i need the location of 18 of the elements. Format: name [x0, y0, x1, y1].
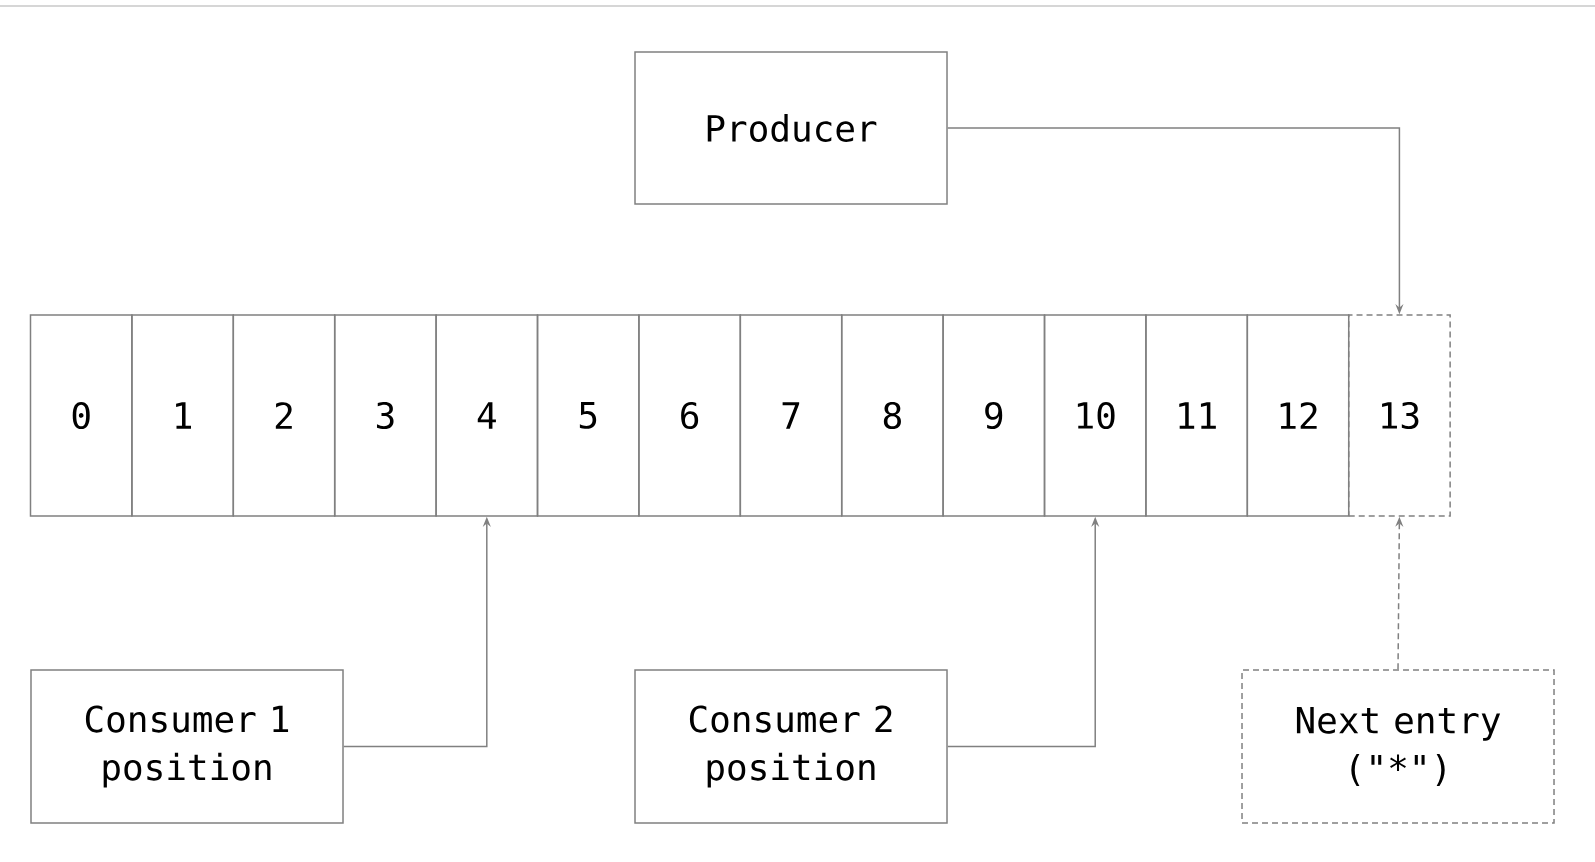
buffer-cell: 13 — [1347, 314, 1451, 517]
buffer-cell: 0 — [29, 314, 133, 517]
buffer-cell: 3 — [333, 314, 437, 517]
position-box: Consumer 2 position — [634, 669, 948, 824]
buffer-cell: 4 — [435, 314, 539, 517]
buffer-cell: 6 — [638, 314, 742, 517]
buffer-cell: 11 — [1145, 314, 1249, 517]
buffer-cell: 5 — [536, 314, 640, 517]
buffer-cell: 10 — [1043, 314, 1147, 517]
buffer-cell: 2 — [232, 314, 336, 517]
buffer-cell: 9 — [942, 314, 1046, 517]
process-box: Producer — [634, 51, 948, 205]
buffer-cell: 1 — [131, 314, 235, 517]
buffer-cell: 12 — [1246, 314, 1350, 517]
position-box: Consumer 1 position — [30, 669, 344, 824]
buffer-cell: 8 — [840, 314, 944, 517]
position-box: Next entry ("*") — [1241, 669, 1555, 824]
buffer-cell: 7 — [739, 314, 843, 517]
